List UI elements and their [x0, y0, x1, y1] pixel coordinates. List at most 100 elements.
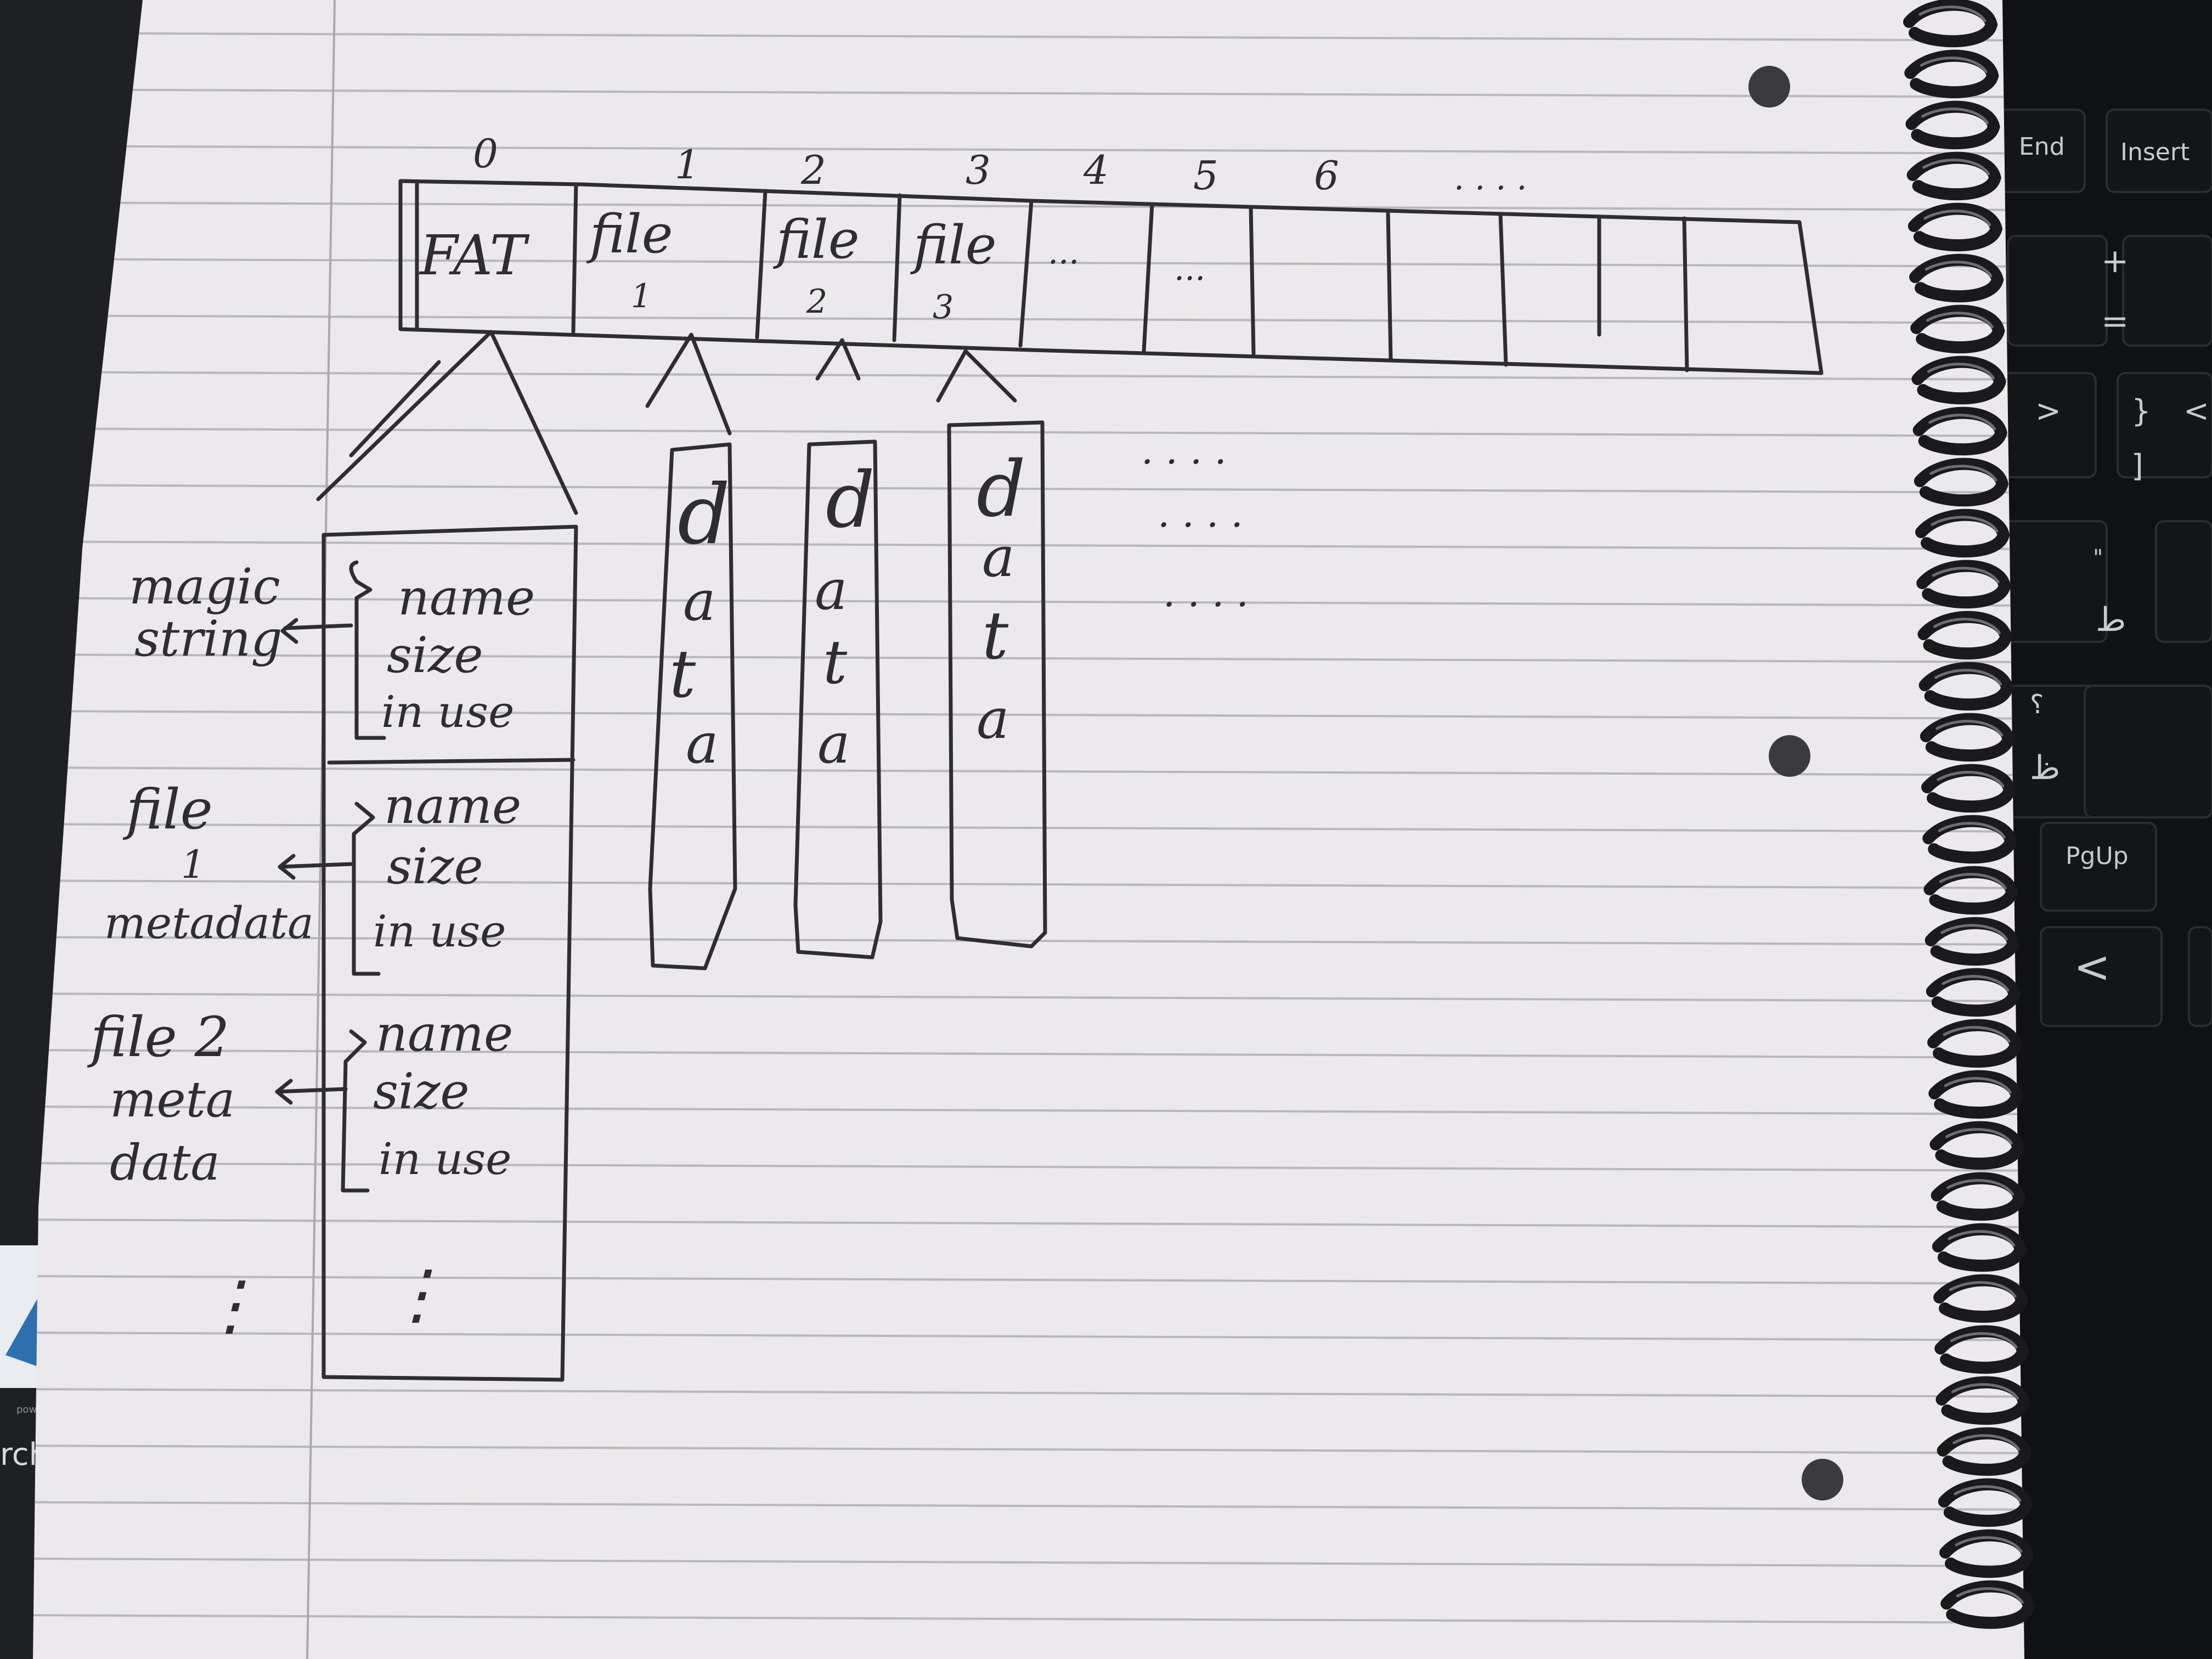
fat-field: in use — [379, 1133, 511, 1184]
data-letter: a — [686, 712, 719, 776]
data-letter: a — [683, 569, 716, 633]
data-letter: a — [982, 525, 1015, 589]
spiral-coil-highlight — [1926, 312, 1994, 329]
key-insert: Insert — [2120, 138, 2190, 166]
spiral-coil-highlight — [1921, 108, 1989, 125]
key-brace: } — [2131, 393, 2151, 429]
spiral-coil — [1925, 917, 2019, 966]
key-arabic-taa: ط — [2096, 601, 2126, 639]
data-letter: a — [815, 558, 848, 622]
spiral-coil — [1921, 764, 2016, 813]
key-arabic-question: ؟ — [2030, 689, 2044, 720]
spiral-coil — [1937, 1427, 2032, 1476]
spiral-coil — [1933, 1274, 2028, 1323]
block-label-number: 2 — [806, 283, 827, 321]
spiral-coil-highlight — [1932, 567, 2000, 584]
spiral-coil — [1927, 1019, 2022, 1068]
spiral-coil-highlight — [1944, 1077, 2012, 1094]
spiral-coil-highlight — [1925, 261, 1993, 278]
data-columns — [648, 420, 1047, 970]
spiral-coil — [1920, 713, 2015, 762]
spiral-coil-highlight — [1920, 57, 1988, 74]
fat-row-label: string — [134, 610, 283, 668]
more-indicator: . . . . — [1158, 491, 1243, 536]
fat-left-continuation: ⋮ — [198, 1267, 263, 1344]
spiral-coil-highlight — [1933, 618, 2001, 635]
spiral-coil — [1915, 509, 2010, 558]
fat-row-label: magic — [129, 558, 280, 616]
fat-field: size — [387, 627, 483, 684]
data-letter: a — [977, 687, 1009, 751]
spiral-coil-highlight — [1940, 924, 2008, 941]
block-index: 3 — [966, 147, 991, 193]
block-index: 5 — [1193, 153, 1218, 199]
spiral-coil-highlight — [1936, 720, 2004, 737]
key-quote: " — [2093, 545, 2103, 571]
data-letter: t — [982, 598, 1009, 674]
fat-field: size — [387, 838, 483, 895]
spiral-coil-highlight — [1949, 1281, 2017, 1298]
spiral-coil — [1936, 1376, 2030, 1425]
spiral-coil — [1911, 356, 2006, 405]
spiral-coil — [1903, 0, 1998, 48]
spiral-coil-highlight — [1928, 414, 1996, 431]
data-letter: a — [817, 712, 850, 776]
key-arrow-left: < — [2074, 941, 2111, 992]
spiral-coil — [1922, 815, 2017, 864]
spiral-coil — [1917, 611, 2012, 660]
expansion-lines — [316, 330, 1017, 515]
key-pgup: PgUp — [2066, 842, 2129, 870]
spiral-coil-highlight — [1948, 1230, 2016, 1247]
data-letter: d — [977, 445, 1026, 534]
block-label: file — [910, 215, 997, 276]
spiral-coil-highlight — [1942, 975, 2010, 992]
spiral-coil — [1931, 1172, 2025, 1221]
fat-row-label: data — [110, 1134, 220, 1192]
fat-table-continuation: ⋮ — [384, 1256, 450, 1333]
key-greater: > — [2035, 393, 2061, 429]
binder-hole — [1769, 735, 1810, 777]
spiral-coil — [1923, 866, 2018, 915]
spiral-coil-highlight — [1922, 159, 1990, 176]
block-label-number: 1 — [631, 277, 652, 315]
filesystem-diagram: 0 1 2 3 4 5 6 . . . . FAT file 1 file 2 … — [87, 131, 1824, 1382]
spiral-binding — [1903, 0, 2035, 1629]
key-equals: = — [2101, 302, 2129, 341]
spiral-coil-highlight — [1918, 5, 1987, 22]
spiral-coil-highlight — [1945, 1128, 2013, 1145]
spiral-coil — [1914, 458, 2009, 507]
block-index: 2 — [800, 147, 826, 193]
key-bracket: ] — [2131, 448, 2143, 484]
block-label: file — [773, 209, 860, 270]
key-less: < — [2183, 393, 2209, 429]
spiral-coil — [1939, 1529, 2034, 1578]
fat-table — [275, 524, 578, 1382]
spiral-coil-highlight — [1946, 1179, 2015, 1196]
spiral-coil — [1904, 49, 1999, 99]
more-indicator: . . . . — [1141, 428, 1227, 473]
block-label-ellipsis: ... — [1048, 233, 1079, 272]
block-label-ellipsis: ... — [1174, 250, 1205, 288]
block-label-fat: FAT — [419, 223, 529, 287]
spiral-coil-highlight — [1955, 1536, 2023, 1553]
block-index: 1 — [675, 142, 700, 188]
more-indicator: . . . . — [1163, 571, 1249, 616]
spiral-coil-highlight — [1934, 669, 2002, 686]
fat-field: in use — [373, 906, 506, 957]
spiral-coil — [1918, 662, 2013, 711]
fat-row-label: file 2 — [87, 1005, 229, 1069]
spiral-coil-highlight — [1927, 363, 1995, 380]
data-letter: t — [669, 636, 696, 713]
spiral-coil — [1926, 968, 2021, 1017]
block-strip — [398, 179, 1824, 375]
fat-field: name — [384, 777, 521, 835]
spiral-coil-highlight — [1956, 1587, 2024, 1604]
block-index: 6 — [1314, 153, 1339, 199]
spiral-coil-highlight — [1929, 465, 1997, 482]
spiral-coil-highlight — [1938, 822, 2006, 839]
spiral-coil — [1910, 304, 2005, 354]
binder-hole — [1748, 66, 1790, 108]
fat-field: in use — [381, 686, 514, 737]
key-plus: + — [2101, 242, 2129, 280]
